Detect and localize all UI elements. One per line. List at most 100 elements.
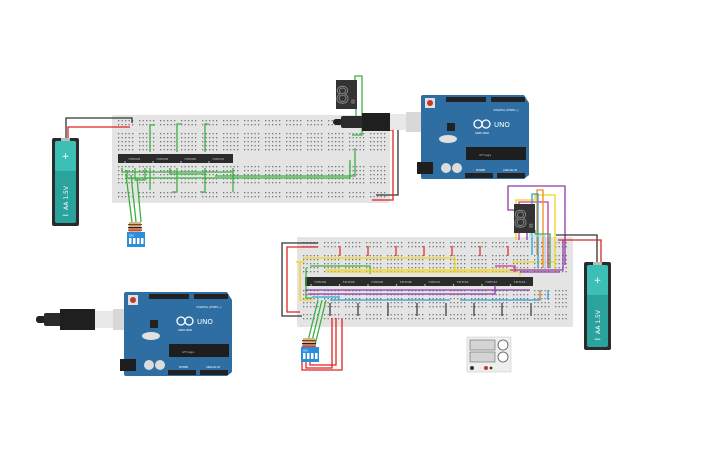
breadboard-hole[interactable]	[163, 174, 165, 176]
breadboard-hole[interactable]	[520, 298, 522, 300]
breadboard-hole[interactable]	[212, 145, 214, 147]
breadboard-hole[interactable]	[436, 314, 438, 316]
breadboard-hole[interactable]	[195, 137, 197, 139]
breadboard-hole[interactable]	[209, 149, 211, 151]
breadboard-hole[interactable]	[251, 133, 253, 135]
breadboard-hole[interactable]	[359, 242, 361, 244]
breadboard-hole[interactable]	[307, 124, 309, 126]
breadboard-hole[interactable]	[303, 306, 305, 308]
breadboard-hole[interactable]	[335, 174, 337, 176]
breadboard-hole[interactable]	[275, 137, 277, 139]
breadboard-hole[interactable]	[317, 182, 319, 184]
breadboard-hole[interactable]	[506, 259, 508, 261]
breadboard-hole[interactable]	[293, 192, 295, 194]
breadboard-hole[interactable]	[373, 149, 375, 151]
breadboard-hole[interactable]	[209, 124, 211, 126]
breadboard-hole[interactable]	[513, 259, 515, 261]
breadboard-hole[interactable]	[481, 306, 483, 308]
breadboard-hole[interactable]	[537, 318, 539, 320]
breadboard-hole[interactable]	[247, 145, 249, 147]
breadboard-hole[interactable]	[289, 166, 291, 168]
breadboard-hole[interactable]	[149, 192, 151, 194]
breadboard-hole[interactable]	[453, 314, 455, 316]
breadboard-hole[interactable]	[478, 242, 480, 244]
breadboard-hole[interactable]	[370, 166, 372, 168]
breadboard-hole[interactable]	[167, 149, 169, 151]
breadboard-hole[interactable]	[254, 182, 256, 184]
breadboard-hole[interactable]	[142, 170, 144, 172]
breadboard-hole[interactable]	[363, 192, 365, 194]
breadboard-hole[interactable]	[390, 242, 392, 244]
breadboard-hole[interactable]	[174, 145, 176, 147]
breadboard-hole[interactable]	[237, 182, 239, 184]
breadboard-hole[interactable]	[184, 133, 186, 135]
breadboard-hole[interactable]	[439, 298, 441, 300]
breadboard-hole[interactable]	[296, 182, 298, 184]
breadboard-hole[interactable]	[384, 182, 386, 184]
breadboard-hole[interactable]	[471, 314, 473, 316]
breadboard-hole[interactable]	[363, 137, 365, 139]
breadboard-hole[interactable]	[160, 196, 162, 198]
breadboard-hole[interactable]	[327, 302, 329, 304]
breadboard-hole[interactable]	[345, 263, 347, 265]
breadboard-hole[interactable]	[376, 314, 378, 316]
breadboard-hole[interactable]	[188, 166, 190, 168]
breadboard-hole[interactable]	[128, 124, 130, 126]
breadboard-hole[interactable]	[492, 255, 494, 257]
breadboard-hole[interactable]	[251, 196, 253, 198]
breadboard-hole[interactable]	[460, 318, 462, 320]
breadboard-hole[interactable]	[523, 259, 525, 261]
breadboard-hole[interactable]	[121, 192, 123, 194]
breadboard-hole[interactable]	[268, 124, 270, 126]
breadboard-hole[interactable]	[373, 314, 375, 316]
breadboard-hole[interactable]	[429, 298, 431, 300]
breadboard-hole[interactable]	[370, 149, 372, 151]
breadboard-hole[interactable]	[429, 314, 431, 316]
breadboard-hole[interactable]	[506, 242, 508, 244]
breadboard-hole[interactable]	[324, 242, 326, 244]
breadboard-hole[interactable]	[202, 120, 204, 122]
breadboard-hole[interactable]	[471, 267, 473, 269]
breadboard-hole[interactable]	[258, 141, 260, 143]
breadboard-hole[interactable]	[258, 149, 260, 151]
breadboard-hole[interactable]	[439, 306, 441, 308]
breadboard-hole[interactable]	[506, 298, 508, 300]
breadboard-hole[interactable]	[310, 133, 312, 135]
breadboard-hole[interactable]	[460, 298, 462, 300]
breadboard-hole[interactable]	[439, 302, 441, 304]
breadboard-hole[interactable]	[460, 246, 462, 248]
breadboard-hole[interactable]	[523, 298, 525, 300]
breadboard-hole[interactable]	[359, 166, 361, 168]
breadboard-hole[interactable]	[279, 137, 281, 139]
breadboard-hole[interactable]	[307, 170, 309, 172]
breadboard-hole[interactable]	[359, 170, 361, 172]
breadboard-hole[interactable]	[377, 149, 379, 151]
breadboard-hole[interactable]	[254, 192, 256, 194]
breadboard-hole[interactable]	[450, 242, 452, 244]
breadboard-hole[interactable]	[272, 174, 274, 176]
breadboard-hole[interactable]	[310, 170, 312, 172]
breadboard-hole[interactable]	[307, 120, 309, 122]
breadboard-hole[interactable]	[118, 124, 120, 126]
breadboard-hole[interactable]	[163, 137, 165, 139]
breadboard-hole[interactable]	[170, 141, 172, 143]
breadboard-hole[interactable]	[310, 271, 312, 273]
breadboard-hole[interactable]	[202, 124, 204, 126]
breadboard-hole[interactable]	[390, 263, 392, 265]
breadboard-hole[interactable]	[359, 246, 361, 248]
breadboard-hole[interactable]	[527, 298, 529, 300]
breadboard-hole[interactable]	[338, 196, 340, 198]
breadboard-hole[interactable]	[408, 314, 410, 316]
breadboard-hole[interactable]	[167, 137, 169, 139]
breadboard-hole[interactable]	[373, 166, 375, 168]
breadboard-hole[interactable]	[310, 137, 312, 139]
breadboard-hole[interactable]	[118, 137, 120, 139]
breadboard-hole[interactable]	[188, 120, 190, 122]
breadboard-hole[interactable]	[516, 263, 518, 265]
breadboard-hole[interactable]	[254, 196, 256, 198]
breadboard-hole[interactable]	[460, 314, 462, 316]
breadboard-hole[interactable]	[527, 242, 529, 244]
breadboard-hole[interactable]	[321, 182, 323, 184]
breadboard-hole[interactable]	[163, 149, 165, 151]
breadboard-hole[interactable]	[279, 120, 281, 122]
